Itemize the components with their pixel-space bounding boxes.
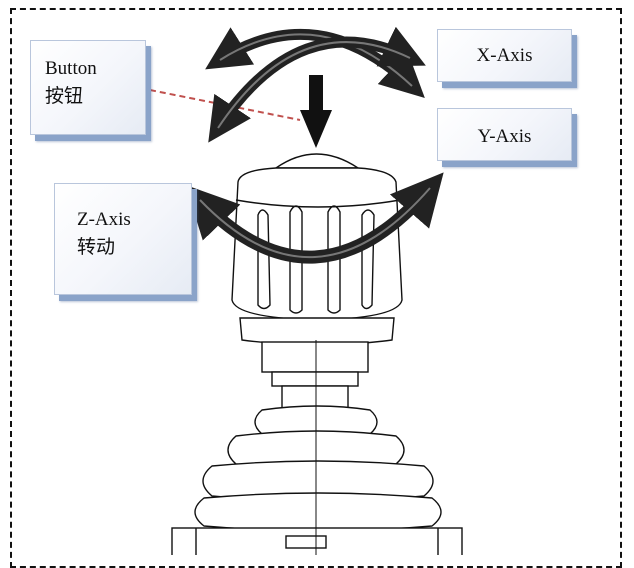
y-axis-label-box: Y-Axis [437,108,572,161]
push-down-arrow-icon [300,75,332,148]
z-axis-label-en: Z-Axis [77,209,131,230]
joystick-drawing [149,26,463,555]
x-axis-label-box: X-Axis [437,29,572,82]
z-axis-label-box: Z-Axis 转动 [54,183,192,295]
z-axis-label-zh: 转动 [77,237,116,258]
z-axis-rotation-arrow-icon [185,172,444,264]
x-axis-label: X-Axis [476,45,533,66]
y-axis-label: Y-Axis [477,126,532,147]
button-label-en: Button [45,58,97,79]
button-label-zh: 按钮 [45,86,84,107]
button-leader-line [149,89,301,121]
y-axis-arrow-icon [208,26,426,143]
button-label-box: Button 按钮 [30,40,146,135]
